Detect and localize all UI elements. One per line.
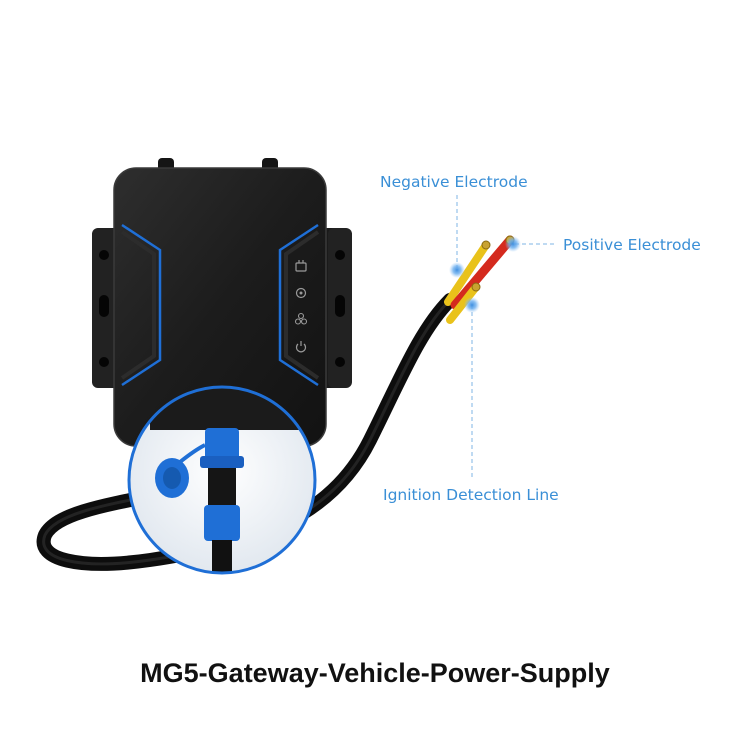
callout-leaders <box>449 195 556 480</box>
wire-bundle <box>444 235 515 324</box>
connectivity-icon <box>294 312 308 325</box>
positive-electrode-label: Positive Electrode <box>563 236 701 254</box>
product-caption: MG5-Gateway-Vehicle-Power-Supply <box>140 658 610 688</box>
power-button-icon <box>295 341 307 353</box>
power-supply-icon <box>295 260 307 272</box>
ignition-detection-label: Ignition Detection Line <box>383 486 559 504</box>
gateway-device <box>113 158 327 454</box>
connector-inset <box>127 385 317 575</box>
negative-electrode-label: Negative Electrode <box>380 173 528 191</box>
location-icon <box>295 287 307 299</box>
power-cable <box>36 293 457 571</box>
